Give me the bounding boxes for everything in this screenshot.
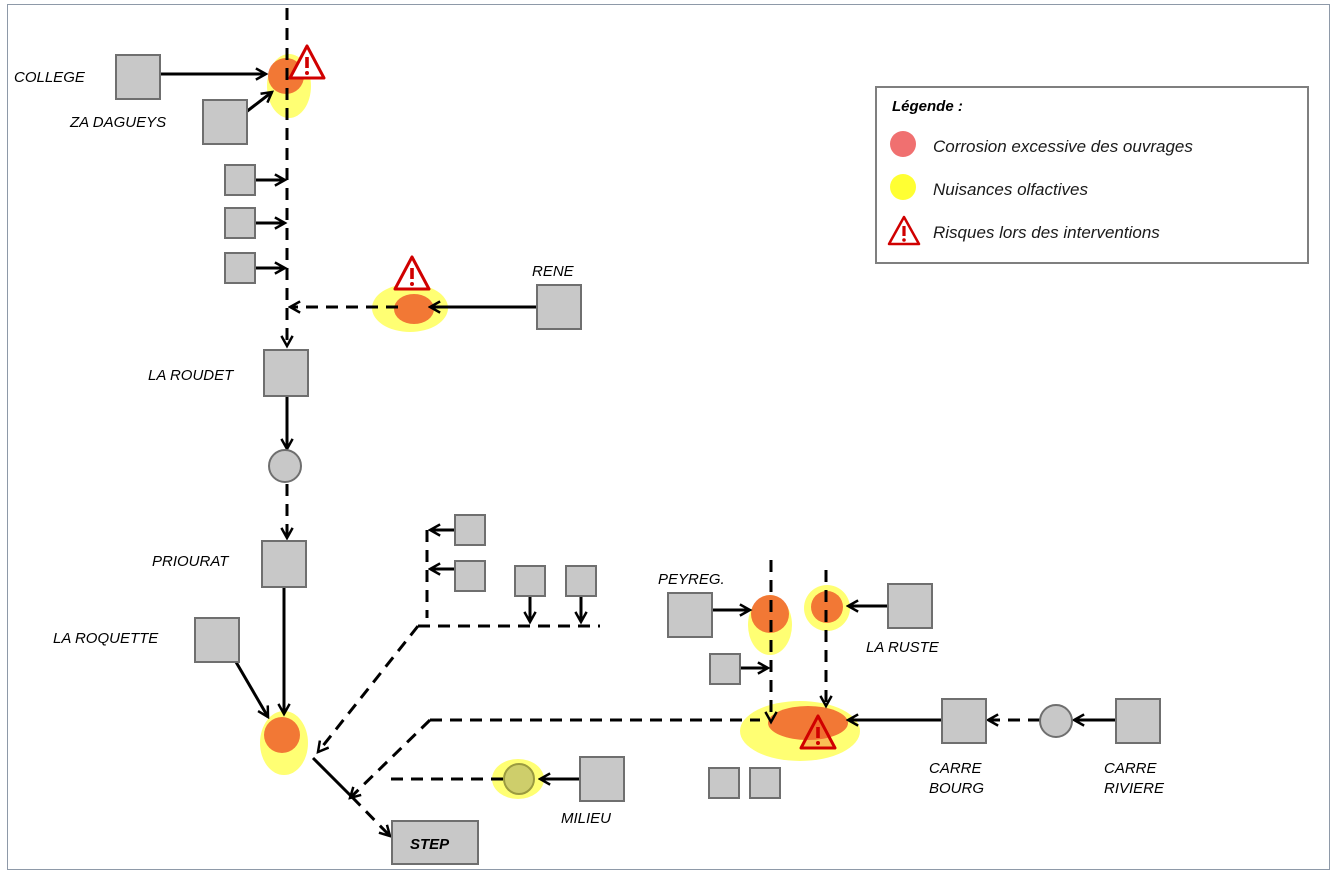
- warning-triangle-icon: [887, 215, 921, 246]
- college-station: [115, 54, 161, 100]
- warnings: [288, 44, 837, 750]
- small-station-9: [708, 767, 740, 799]
- pipes: [160, 8, 1116, 836]
- la-roquette-station: [194, 617, 240, 663]
- legend-box: [875, 86, 1309, 264]
- small-station-1: [224, 164, 256, 196]
- warning-icon: [393, 255, 431, 291]
- legend-label-odour: Nuisances olfactives: [933, 180, 1088, 199]
- za-dagueys-station: [202, 99, 248, 145]
- la-ruste-station: [887, 583, 933, 629]
- small-station-3: [224, 252, 256, 284]
- label-la-ruste: LA RUSTE: [866, 639, 940, 656]
- small-station-6: [514, 565, 546, 597]
- odour-spot-milieu: [503, 763, 535, 795]
- peyreg-station: [667, 592, 713, 638]
- red-circle-icon: [890, 131, 916, 157]
- yellow-circle-icon: [890, 174, 916, 200]
- label-milieu: MILIEU: [561, 810, 611, 827]
- za-dagueys-pipe: [245, 92, 272, 114]
- label-carre-riviere-2: RIVIERE: [1104, 780, 1165, 797]
- legend-label-corrosion: Corrosion excessive des ouvrages: [933, 137, 1193, 156]
- small-station-4: [454, 514, 486, 546]
- milieu-station: [579, 756, 625, 802]
- small-station-7: [565, 565, 597, 597]
- label-za-dagueys: ZA DAGUEYS: [69, 114, 166, 131]
- labels: COLLEGE ZA DAGUEYS RENE LA ROUDET PRIOUR…: [14, 69, 1165, 853]
- label-peyreg: PEYREG.: [658, 571, 725, 588]
- corrosion-spot-la-roquette: [264, 717, 300, 753]
- corrosion-spot-la-ruste: [811, 591, 843, 623]
- legend-label-risk: Risques lors des interventions: [933, 223, 1160, 242]
- priourat-station: [261, 540, 307, 588]
- label-la-roquette: LA ROQUETTE: [53, 630, 159, 647]
- legend-title: Légende :: [892, 98, 963, 115]
- label-carre-bourg-2: BOURG: [929, 780, 984, 797]
- corrosion-spot-carre-bourg: [768, 706, 848, 740]
- label-college: COLLEGE: [14, 69, 86, 86]
- carre-riviere-station: [1115, 698, 1161, 744]
- la-roudet-station: [263, 349, 309, 397]
- step-inlet-pipe: [350, 795, 390, 836]
- label-rene: RENE: [532, 263, 575, 280]
- label-priourat: PRIOURAT: [152, 553, 230, 570]
- la-roquette-pipe: [234, 661, 270, 717]
- north-collector-pipe: [318, 625, 420, 752]
- rene-station: [536, 284, 582, 330]
- small-station-10: [749, 767, 781, 799]
- corrosion-spot-peyreg: [751, 595, 789, 633]
- carre-bourg-station: [941, 698, 987, 744]
- label-la-roudet: LA ROUDET: [148, 367, 235, 384]
- step-station: [391, 820, 479, 865]
- small-station-5: [454, 560, 486, 592]
- warning-icon: [799, 714, 837, 750]
- pump-roudet: [268, 449, 302, 483]
- legend: Légende : Corrosion excessive des ouvrag…: [875, 86, 1309, 264]
- pump-carre: [1039, 704, 1073, 738]
- stations: [115, 54, 1161, 865]
- small-station-2: [224, 207, 256, 239]
- roquette-to-step-pipe: [311, 756, 354, 799]
- label-carre-bourg-1: CARRE: [929, 760, 983, 777]
- corrosion-spot-rene: [394, 294, 434, 324]
- warning-icon: [288, 44, 326, 80]
- label-step: STEP: [410, 836, 450, 853]
- small-station-8: [709, 653, 741, 685]
- south-collector-pipe: [350, 718, 432, 798]
- label-carre-riviere-1: CARRE: [1104, 760, 1158, 777]
